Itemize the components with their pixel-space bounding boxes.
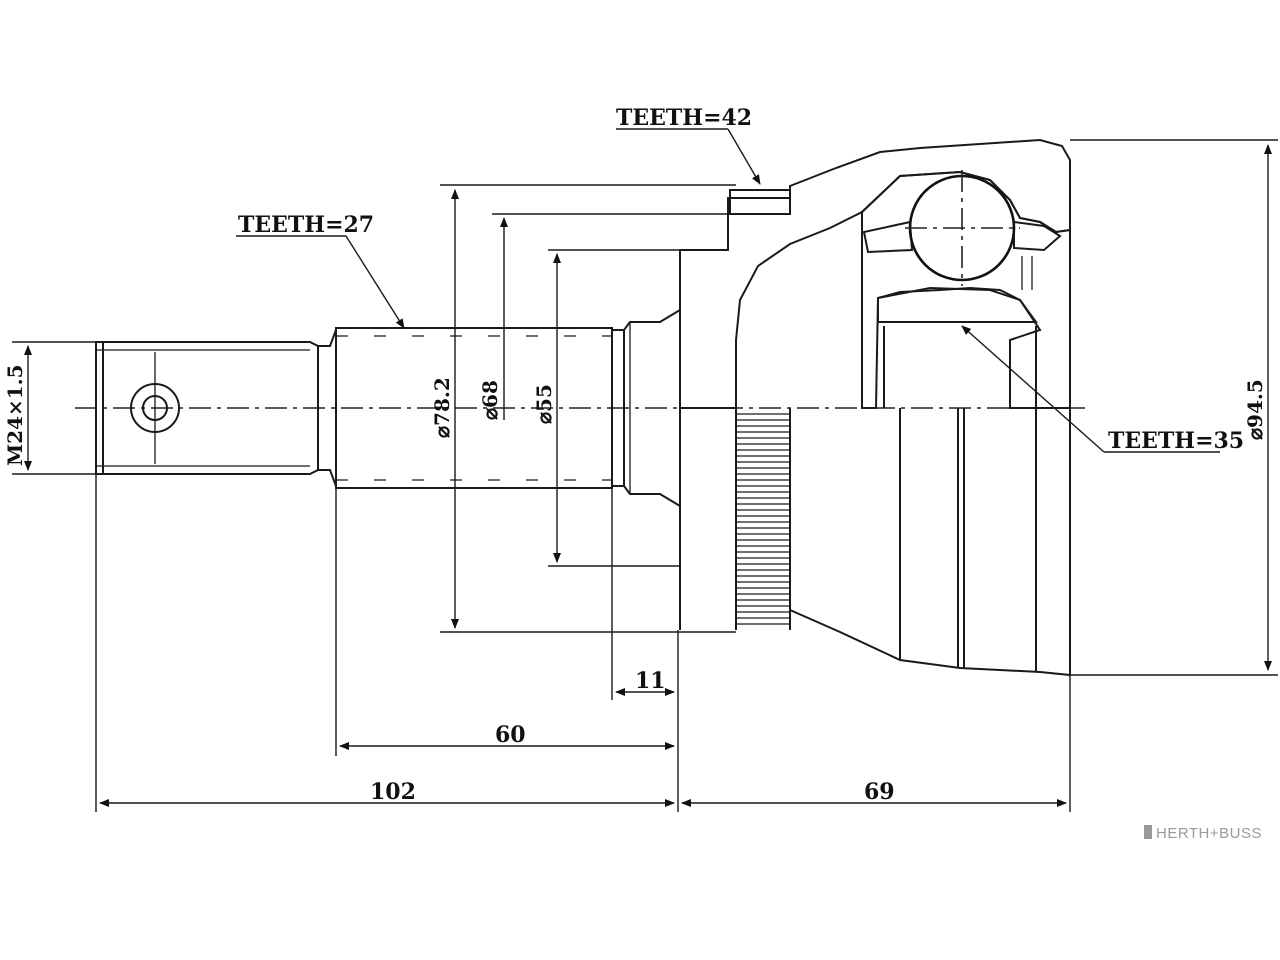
teeth-27-label: TEETH=27	[238, 212, 374, 238]
threaded-end	[95, 329, 337, 487]
diameter-dimensions	[12, 139, 1278, 676]
dim-label-60: 60	[495, 722, 526, 748]
dim-label-78-2: ⌀78.2	[430, 377, 454, 438]
dim-label-11: 11	[635, 668, 666, 694]
bell-housing-section	[679, 138, 1071, 409]
brand-logo-text: HERTH+BUSS	[1156, 825, 1262, 842]
cage-ball	[905, 170, 1020, 286]
abs-tone-ring	[736, 413, 790, 625]
dim-label-102: 102	[370, 779, 416, 805]
splined-shaft	[335, 309, 681, 507]
length-dimensions	[95, 474, 1071, 812]
brand-logo: HERTH+BUSS	[1144, 825, 1262, 842]
dim-label-thread: M24×1.5	[3, 364, 27, 466]
teeth-callouts	[236, 128, 1220, 453]
dim-label-69: 69	[864, 779, 895, 805]
dim-label-68: ⌀68	[478, 380, 502, 420]
teeth-35-label: TEETH=35	[1108, 428, 1244, 454]
dim-label-outer-dia: ⌀94.5	[1243, 379, 1267, 440]
teeth-42-label: TEETH=42	[616, 105, 752, 131]
dim-label-55: ⌀55	[532, 384, 556, 424]
